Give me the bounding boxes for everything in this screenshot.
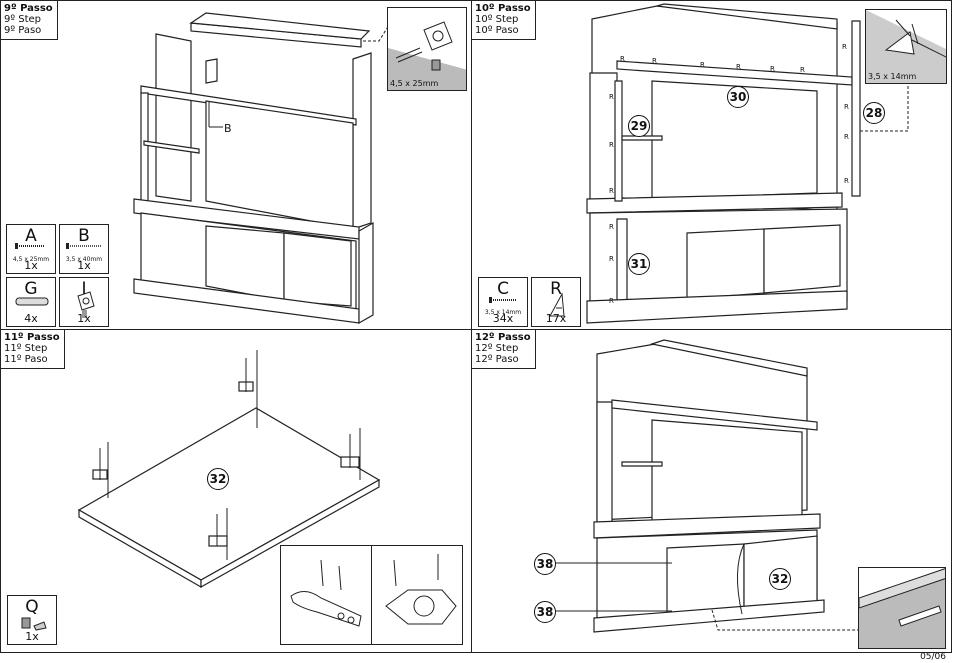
part-g-qty: 4x xyxy=(24,312,38,325)
step10-r-mark-3: R xyxy=(700,61,705,69)
step11-hinge-inset-right xyxy=(371,545,463,645)
step12-rail-inset xyxy=(858,567,946,649)
step10-r-mark-13: R xyxy=(609,187,614,195)
step10-panel: 10º Passo 10º Step 10º Paso xyxy=(471,0,952,330)
step12-drawing xyxy=(556,339,858,633)
step10-r-mark-15: R xyxy=(609,255,614,263)
step12-title: 12º Passo xyxy=(475,332,531,343)
part-g-card: G 4x xyxy=(6,277,56,327)
part-a-spec: 4,5 x 25mm xyxy=(12,256,50,263)
step12-line3: 12º Paso xyxy=(475,354,519,365)
part-c-card: C 3,5 x 14mm 34x xyxy=(478,277,528,327)
step10-line3: 10º Paso xyxy=(475,25,519,36)
part-a-card: A 4,5 x 25mm 1x xyxy=(6,224,56,274)
step10-r-mark-9: R xyxy=(844,133,849,141)
part-r-qty: 17x xyxy=(545,312,567,325)
step11-header: 11º Passo 11º Step 11º Paso xyxy=(1,330,65,369)
callout-31: 31 xyxy=(628,253,650,275)
step9-header: 9º Passo 9º Step 9º Paso xyxy=(1,1,58,40)
step9-line3: 9º Paso xyxy=(4,25,42,36)
part-a-qty: 1x xyxy=(24,259,38,272)
step12-line2: 12º Step xyxy=(475,343,519,354)
step10-r-mark-12: R xyxy=(609,141,614,149)
part-c-letter: C xyxy=(497,279,509,299)
callout-38-bottom: 38 xyxy=(534,601,556,623)
part-b-spec: 3,5 x 40mm xyxy=(65,256,103,263)
step9-screw-inset: 4,5 x 25mm xyxy=(387,7,467,91)
step12-panel: 12º Passo 12º Step 12º Paso 38 38 32 xyxy=(471,329,952,653)
step10-title: 10º Passo xyxy=(475,3,531,14)
step11-drawing xyxy=(77,350,381,589)
part-r-letter: R xyxy=(550,279,562,299)
step10-r-mark-14: R xyxy=(609,223,614,231)
callout-28: 28 xyxy=(863,102,885,124)
callout-29: 29 xyxy=(628,115,650,137)
part-g-letter: G xyxy=(24,279,38,299)
part-j-letter: J xyxy=(81,279,87,299)
step9-line2: 9º Step xyxy=(4,14,42,25)
step10-line2: 10º Step xyxy=(475,14,519,25)
step9-inset-caption: 4,5 x 25mm xyxy=(390,79,439,88)
step10-r-mark-7: R xyxy=(842,43,847,51)
part-q-letter: Q xyxy=(25,597,39,617)
step11-title: 11º Passo xyxy=(4,332,60,343)
callout-30: 30 xyxy=(727,86,749,108)
part-r-card: R 17x xyxy=(531,277,581,327)
part-b-qty: 1x xyxy=(77,259,91,272)
callout-38-top: 38 xyxy=(534,553,556,575)
step10-header: 10º Passo 10º Step 10º Paso xyxy=(472,1,536,40)
step10-r-mark-5: R xyxy=(770,65,775,73)
step10-r-mark-16: R xyxy=(609,297,614,305)
part-j-qty: 1x xyxy=(77,312,91,325)
step9-drawing xyxy=(133,12,390,325)
step12-header: 12º Passo 12º Step 12º Paso xyxy=(472,330,536,369)
step10-r-mark-4: R xyxy=(736,63,741,71)
step10-drawing xyxy=(586,3,909,324)
part-b-card: B 3,5 x 40mm 1x xyxy=(59,224,109,274)
step10-r-mark-1: R xyxy=(620,55,625,63)
callout-32-step12: 32 xyxy=(769,568,791,590)
step10-r-mark-10: R xyxy=(844,177,849,185)
part-q-card: Q 1x xyxy=(7,595,57,645)
part-a-letter: A xyxy=(25,226,37,246)
part-c-qty: 34x xyxy=(492,312,514,325)
step10-r-mark-8: R xyxy=(844,103,849,111)
step10-r-mark-11: R xyxy=(609,93,614,101)
step11-line2: 11º Step xyxy=(4,343,48,354)
step10-r-mark-6: R xyxy=(800,66,805,74)
part-q-qty: 1x xyxy=(25,630,39,643)
step10-screw-inset: 3,5 x 14mm xyxy=(865,9,947,84)
step9-panel: 9º Passo 9º Step 9º Paso xyxy=(0,0,472,330)
step11-panel: 11º Passo 11º Step 11º Paso 32 xyxy=(0,329,472,653)
part-b-letter: B xyxy=(78,226,90,246)
step10-r-mark-2: R xyxy=(652,57,657,65)
step9-label-b: B xyxy=(224,122,232,135)
step11-hinge-inset-left xyxy=(280,545,372,645)
step9-title: 9º Passo xyxy=(4,3,53,14)
part-c-spec: 3,5 x 14mm xyxy=(484,309,522,316)
step11-line3: 11º Paso xyxy=(4,354,48,365)
callout-32-step11: 32 xyxy=(207,468,229,490)
part-j-card: J 1x xyxy=(59,277,109,327)
page-number: 05/06 xyxy=(920,652,946,662)
step10-inset-caption: 3,5 x 14mm xyxy=(868,72,917,81)
